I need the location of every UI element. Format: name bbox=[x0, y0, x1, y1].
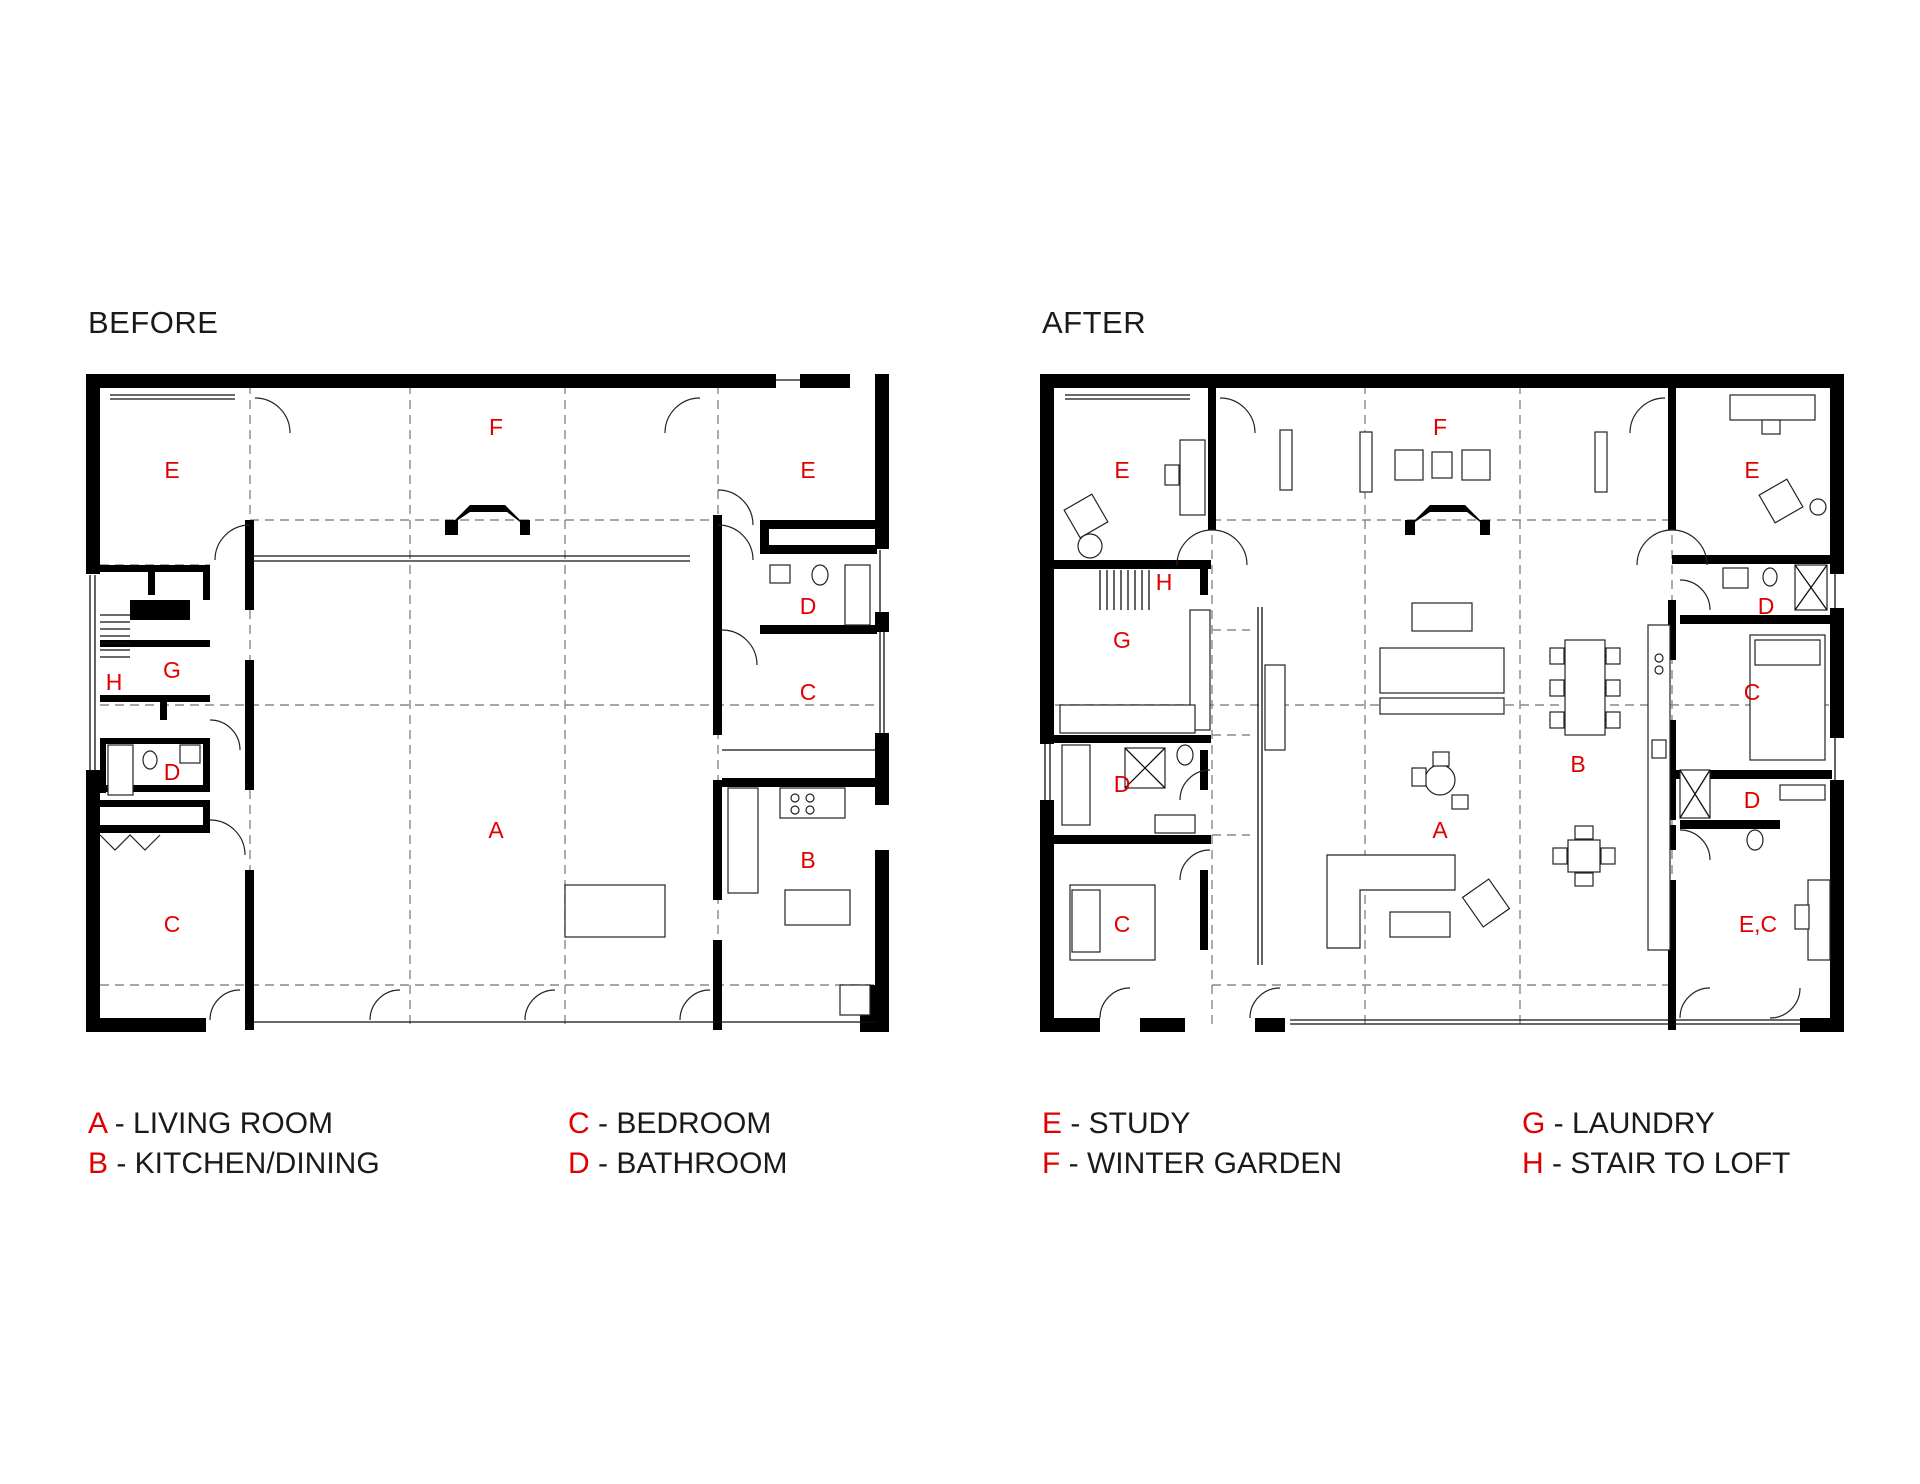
after-walls bbox=[1040, 374, 1844, 1032]
after-label-c-left: C bbox=[1114, 911, 1131, 937]
after-label-d-right-top: D bbox=[1758, 593, 1775, 619]
before-tub bbox=[844, 564, 871, 626]
after-label-d-left: D bbox=[1114, 771, 1131, 797]
legend: A - LIVING ROOM B - KITCHEN/DINING C - B… bbox=[88, 1107, 1790, 1180]
before-toilet-left bbox=[142, 750, 158, 770]
before-walls bbox=[86, 374, 889, 1032]
after-round-table bbox=[1424, 764, 1456, 796]
after-chair-a bbox=[1411, 767, 1427, 787]
before-label-f: F bbox=[489, 414, 503, 440]
after-desk-left bbox=[1179, 439, 1206, 516]
legend-item-h: H - STAIR TO LOFT bbox=[1522, 1147, 1790, 1180]
after-side-table-left bbox=[1077, 533, 1103, 559]
before-toilet bbox=[811, 564, 829, 586]
before-tub-left bbox=[107, 744, 134, 796]
before-table bbox=[564, 884, 666, 938]
after-desk-right bbox=[1729, 394, 1816, 421]
before-label-d-right: D bbox=[800, 593, 817, 619]
legend-item-f: F - WINTER GARDEN bbox=[1042, 1147, 1342, 1180]
after-details bbox=[1044, 394, 1836, 1025]
after-chair-b bbox=[1432, 751, 1450, 767]
after-toilet-right-top bbox=[1762, 567, 1778, 587]
legend-item-d: D - BATHROOM bbox=[568, 1147, 787, 1180]
after-bench bbox=[1264, 664, 1286, 751]
before-label-g: G bbox=[163, 657, 181, 683]
after-toilet-right bbox=[1746, 829, 1764, 851]
after-sofa bbox=[1379, 647, 1505, 694]
after-label-e-left: E bbox=[1114, 457, 1129, 483]
after-label-h: H bbox=[1156, 569, 1173, 595]
after-label-b: B bbox=[1570, 751, 1585, 777]
after-label-f: F bbox=[1433, 414, 1447, 440]
before-title: BEFORE bbox=[88, 305, 218, 340]
after-kitchen-sink bbox=[1651, 739, 1667, 759]
after-title: AFTER bbox=[1042, 305, 1146, 340]
legend-item-e: E - STUDY bbox=[1042, 1107, 1190, 1140]
after-label-g: G bbox=[1113, 627, 1131, 653]
legend-item-a: A - LIVING ROOM bbox=[88, 1107, 333, 1140]
after-plan: AFTER bbox=[1040, 305, 1844, 1032]
after-toilet-left bbox=[1176, 744, 1194, 766]
before-details bbox=[89, 379, 885, 1023]
after-sectional bbox=[1326, 854, 1456, 949]
before-label-e-right: E bbox=[800, 457, 815, 483]
after-headboard-right bbox=[1754, 639, 1821, 666]
after-lounge-right bbox=[1758, 478, 1804, 524]
before-sink bbox=[769, 564, 791, 584]
legend-item-c: C - BEDROOM bbox=[568, 1107, 771, 1140]
before-plan: BEFORE bbox=[86, 305, 889, 1032]
after-laundry-counter bbox=[1189, 609, 1211, 731]
after-sofa-base bbox=[1379, 697, 1505, 715]
legend-item-g: G - LAUNDRY bbox=[1522, 1107, 1715, 1140]
after-dining-table bbox=[1564, 639, 1606, 736]
after-side-table-right bbox=[1809, 498, 1827, 516]
after-stair bbox=[1099, 570, 1150, 610]
before-label-c-left: C bbox=[164, 911, 181, 937]
before-grid bbox=[100, 385, 875, 1030]
before-label-a: A bbox=[488, 817, 504, 843]
after-planter-2 bbox=[1359, 431, 1373, 493]
after-laundry-unit bbox=[1059, 704, 1196, 734]
after-chair-2 bbox=[1461, 449, 1491, 481]
before-label-e-left: E bbox=[164, 457, 179, 483]
before-label-h: H bbox=[106, 669, 123, 695]
after-chair-ec bbox=[1794, 904, 1810, 930]
after-planter-3 bbox=[1594, 431, 1608, 493]
after-desk-ec bbox=[1807, 879, 1831, 961]
after-label-ec: E,C bbox=[1739, 911, 1777, 937]
after-coffee-table bbox=[1389, 911, 1451, 938]
before-label-b: B bbox=[800, 847, 815, 873]
after-label-d-right: D bbox=[1744, 787, 1761, 813]
after-headboard-left bbox=[1071, 889, 1101, 953]
after-label-a: A bbox=[1432, 817, 1448, 843]
after-coffee-top bbox=[1411, 602, 1473, 632]
before-room-labels: E F E G H D D C C A B bbox=[106, 414, 817, 937]
before-label-c-right: C bbox=[800, 679, 817, 705]
before-stair bbox=[100, 614, 130, 658]
before-counter-bottom bbox=[784, 889, 851, 926]
after-lounge-a bbox=[1461, 878, 1511, 928]
before-stove bbox=[839, 984, 871, 1016]
after-sink-right-top bbox=[1722, 567, 1749, 589]
after-vanity-left bbox=[1154, 814, 1196, 834]
after-tub-left bbox=[1061, 744, 1091, 826]
after-small-dining-table bbox=[1567, 839, 1601, 873]
after-planter-1 bbox=[1279, 429, 1293, 491]
after-table-winter bbox=[1431, 451, 1453, 479]
after-kitchen-counter bbox=[1647, 624, 1671, 951]
after-vanity-right bbox=[1779, 784, 1826, 801]
after-chair-c bbox=[1451, 794, 1469, 810]
after-room-labels: E F E H G D D D C C A B E,C bbox=[1113, 414, 1777, 937]
before-counter-left bbox=[727, 787, 759, 894]
after-chair-1 bbox=[1394, 449, 1424, 481]
after-lounge-left bbox=[1063, 493, 1109, 539]
after-label-e-right: E bbox=[1744, 457, 1759, 483]
before-label-d-left: D bbox=[164, 759, 181, 785]
legend-item-b: B - KITCHEN/DINING bbox=[88, 1147, 380, 1180]
after-desk-chair-left bbox=[1164, 464, 1180, 486]
before-sink-left bbox=[179, 744, 201, 764]
after-label-c-right: C bbox=[1744, 679, 1761, 705]
after-desk-chair-right bbox=[1761, 419, 1781, 435]
